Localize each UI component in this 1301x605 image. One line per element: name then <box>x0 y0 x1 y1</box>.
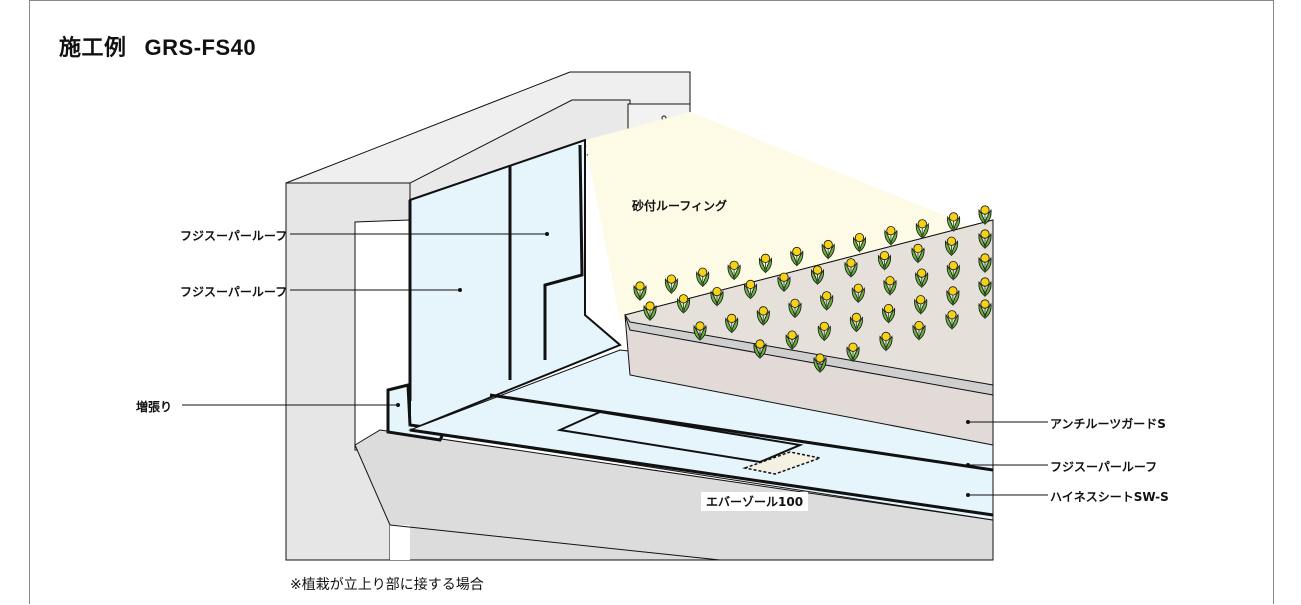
flower-icon <box>852 233 867 253</box>
leader-dot-anti-root <box>966 420 970 424</box>
label-fuji-right: フジスーパールーフ <box>1050 460 1158 474</box>
flower-icon <box>777 272 791 293</box>
floor-membrane-edge-2 <box>489 393 994 472</box>
label-left-upper: フジスーパールーフ <box>180 229 288 243</box>
flower-icon <box>821 239 835 260</box>
slab-opening <box>390 525 410 560</box>
flower-icon <box>633 281 647 301</box>
membrane-seam-2 <box>543 144 584 360</box>
flower-icon <box>817 321 831 342</box>
label-ever: エバーゾール100 <box>701 492 809 511</box>
label-highness: ハイネスシートSW-S <box>1050 490 1169 504</box>
flower-icon <box>727 260 741 281</box>
floor-membrane-edge <box>409 428 994 517</box>
leader-dot-left-lower <box>458 288 462 292</box>
ever-sol-piece <box>742 451 823 475</box>
leader-dot-left-upper <box>545 232 549 236</box>
flower-icon <box>810 265 825 285</box>
flower-icon <box>911 243 925 264</box>
flower-icon <box>813 353 827 373</box>
soil-surface <box>624 219 994 386</box>
plants <box>633 205 992 373</box>
flower-icon <box>758 253 773 274</box>
flower-icon <box>946 261 960 281</box>
title-code: GRS-FS40 <box>144 35 257 60</box>
flower-icon <box>696 267 710 288</box>
flower-icon <box>947 212 961 232</box>
flower-icon <box>753 339 767 359</box>
flower-icon <box>978 277 992 297</box>
flower-icon <box>820 291 834 311</box>
label-sand: 砂付ルーフィング <box>632 199 728 213</box>
flower-icon <box>978 229 992 249</box>
title-prefix: 施工例 <box>59 36 127 61</box>
flower-icon <box>643 301 657 321</box>
flower-icon <box>944 236 959 257</box>
flower-icon <box>756 306 770 326</box>
flower-icon <box>884 226 898 246</box>
flower-icon <box>915 268 929 288</box>
flower-icon <box>883 276 897 296</box>
flower-icon <box>849 312 863 333</box>
label-reinforce: 増張り <box>136 400 173 414</box>
flower-icon <box>879 331 893 352</box>
flower-icon <box>743 279 758 300</box>
leader-dot-reinforce <box>396 403 400 407</box>
label-anti-root: アンチルーツガードS <box>1050 417 1166 431</box>
flower-icon <box>946 286 960 306</box>
label-left-lower: フジスーパールーフ <box>180 285 288 299</box>
flower-icon <box>844 258 858 278</box>
leader-dot-fuji-right <box>966 463 970 467</box>
flower-icon <box>915 219 929 239</box>
flower-icon <box>788 298 802 319</box>
flower-icon <box>790 246 804 267</box>
flower-icon <box>710 287 724 307</box>
flower-icon <box>846 342 860 363</box>
flower-icon <box>676 294 691 314</box>
flower-icon <box>945 310 959 330</box>
slab-line <box>389 524 721 561</box>
flower-icon <box>882 304 896 324</box>
flower-icon <box>664 274 678 294</box>
flower-icon <box>978 205 992 225</box>
figure-title: 施工例 GRS-FS40 <box>59 30 256 62</box>
figure-frame <box>29 0 1274 604</box>
flower-icon <box>912 321 926 341</box>
flower-icon <box>785 330 799 350</box>
leader-dot-highness <box>966 493 970 497</box>
flower-icon <box>693 321 707 341</box>
floor-overlap <box>556 410 804 464</box>
flower-icon <box>978 299 992 319</box>
flower-icon <box>978 253 992 273</box>
flower-icon <box>914 295 928 315</box>
flower-icon <box>851 283 865 304</box>
footnote: ※植栽が立上り部に接する場合 <box>290 577 484 593</box>
flower-icon <box>877 251 892 271</box>
flower-icon <box>725 313 739 334</box>
